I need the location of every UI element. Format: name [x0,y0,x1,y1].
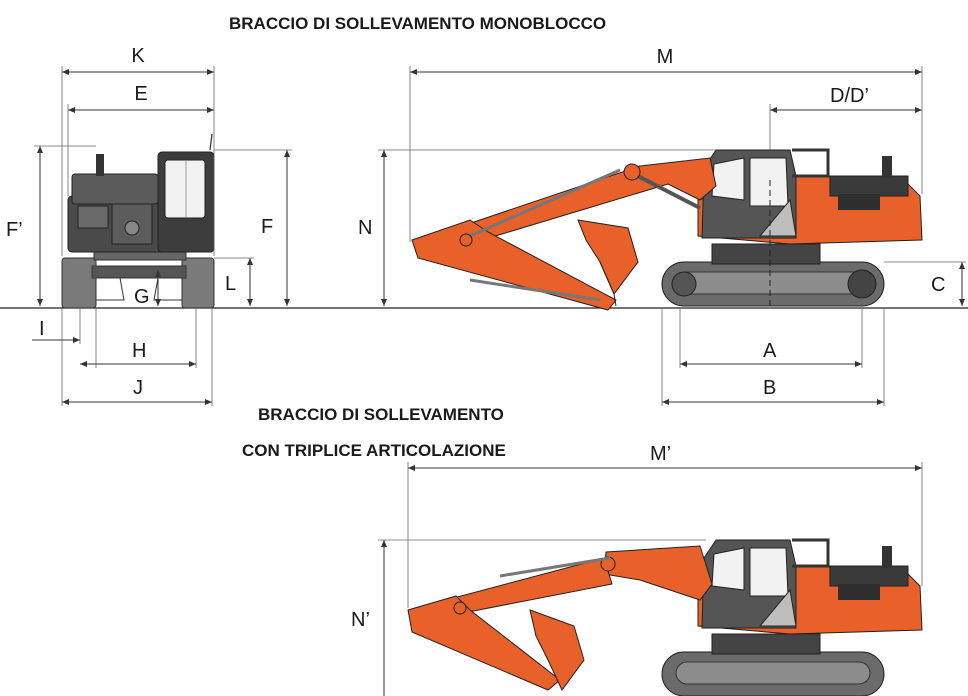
label-F: F [261,216,273,238]
label-K: K [131,45,145,67]
label-N-prime: N’ [351,609,370,631]
front-left-track [61,257,97,309]
label-L: L [225,273,236,295]
label-M: M [657,46,674,68]
label-A: A [763,340,777,362]
front-right-track [181,257,215,309]
side-view-excavator-monoblock [411,148,923,311]
label-H: H [132,340,146,362]
label-M-prime: M’ [650,443,671,465]
label-D: D/D’ [830,85,869,107]
side-view-excavator-triple [407,538,923,696]
label-N: N [358,217,372,239]
label-B: B [763,377,776,399]
front-view-dimensions [32,66,292,406]
label-C: C [931,274,945,296]
heading-triple-boom-line2: CON TRIPLICE ARTICOLAZIONE [242,441,506,460]
label-J: J [133,377,143,399]
side-view-dimensions [378,66,966,406]
label-E: E [134,83,147,105]
label-F-prime: F’ [6,219,23,241]
heading-monoblock-boom: BRACCIO DI SOLLEVAMENTO MONOBLOCCO [229,14,607,33]
label-G: G [134,286,150,308]
front-view-excavator [61,133,215,309]
dimension-labels: K E F’ F L G I H J M D/D’ N C A B M’ N’ [6,45,945,631]
label-I: I [39,318,45,340]
triple-view-dimensions [378,462,923,696]
heading-triple-boom-line1: BRACCIO DI SOLLEVAMENTO [258,405,504,424]
